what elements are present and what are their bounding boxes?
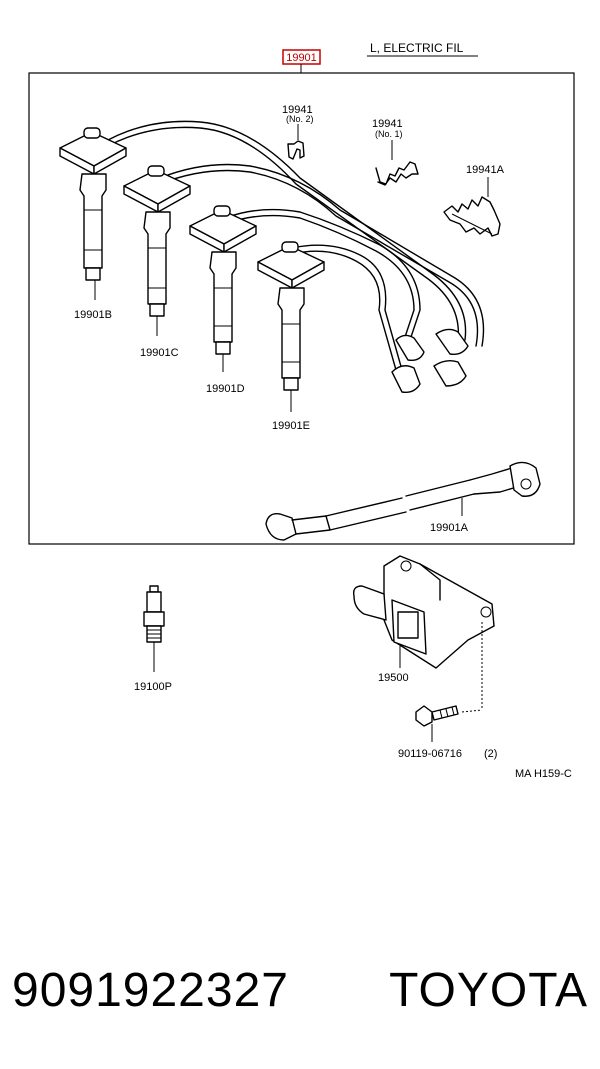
ignition-cables bbox=[107, 120, 485, 371]
highlighted-part-number[interactable]: 19901 bbox=[286, 52, 317, 64]
callout-19941-no2-sub: (No. 2) bbox=[286, 114, 314, 124]
callout-90119-qty: (2) bbox=[484, 748, 497, 760]
coil-cap-19901d[interactable] bbox=[189, 205, 257, 355]
callout-19100p: 19100P bbox=[134, 681, 172, 693]
brand-name: TOYOTA bbox=[389, 963, 588, 1017]
clamp-19941-no1[interactable] bbox=[375, 161, 419, 186]
callout-19941-no2: 19941 bbox=[282, 104, 313, 116]
bolt-90119-06716[interactable] bbox=[415, 705, 459, 727]
callout-19941-no1: 19941 bbox=[372, 118, 403, 130]
coil-cap-19901b[interactable] bbox=[59, 127, 127, 281]
cable-19901a[interactable] bbox=[265, 461, 541, 541]
drawing-code: MA H159-C bbox=[515, 768, 572, 780]
spark-plug-19100p[interactable] bbox=[143, 585, 165, 643]
diagram-title: L, ELECTRIC FIL bbox=[370, 41, 464, 55]
ignition-coil-19500[interactable] bbox=[352, 555, 495, 669]
parts-diagram: 19901 L, ELECTRIC FIL 19941 (No. 2) 1994… bbox=[28, 41, 575, 780]
coil-cap-19901c[interactable] bbox=[123, 165, 191, 317]
cable-end-boots bbox=[391, 328, 469, 394]
callout-19901c: 19901C bbox=[140, 347, 179, 359]
clamp-19941-no2[interactable] bbox=[287, 140, 305, 160]
assembly-frame bbox=[28, 72, 575, 545]
callout-19500: 19500 bbox=[378, 672, 409, 684]
callout-19941a: 19941A bbox=[466, 164, 505, 176]
callout-19901b: 19901B bbox=[74, 309, 112, 321]
coil-cap-19901e[interactable] bbox=[257, 241, 325, 391]
callout-90119: 90119-06716 bbox=[398, 748, 462, 760]
product-footer: 9091922327 TOYOTA bbox=[0, 950, 600, 1030]
callout-19901e: 19901E bbox=[272, 420, 310, 432]
callout-19901d: 19901D bbox=[206, 383, 245, 395]
clamp-19941a[interactable] bbox=[443, 196, 501, 237]
part-number: 9091922327 bbox=[12, 963, 289, 1017]
callout-19901a: 19901A bbox=[430, 522, 469, 534]
callout-19941-no1-sub: (No. 1) bbox=[375, 129, 403, 139]
